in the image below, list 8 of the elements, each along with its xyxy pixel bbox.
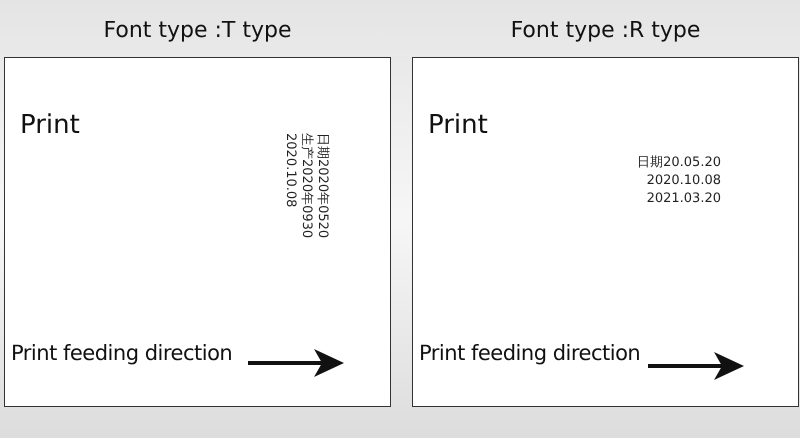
date-text: 日期2020年0520 生产2020年0930 2020.10.08 <box>282 133 330 240</box>
feeding-direction-text: Print feeding direction <box>11 341 232 365</box>
panel-heading: Font type :R type <box>510 18 702 43</box>
date-text: 日期20.05.20 2020.10.08 2021.03.20 <box>636 154 721 208</box>
print-text: Print <box>428 110 488 140</box>
print-text: Print <box>20 110 80 140</box>
feeding-direction-text: Print feeding direction <box>419 341 640 365</box>
panel-heading: Font type :T type <box>102 18 293 43</box>
